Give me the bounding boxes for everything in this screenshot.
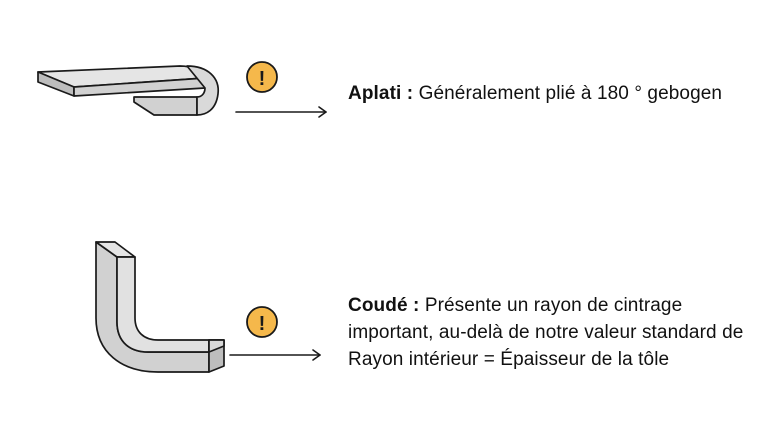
bent-text: Présente un rayon de cintrage important,… [348,295,744,370]
flattened-sheet-fold [186,65,219,116]
bent-term: Coudé : [348,295,420,316]
flattened-term: Aplati : [348,83,414,104]
arrow-right-icon [235,106,327,118]
warning-icon [246,306,278,338]
warning-icon-symbol: ! [259,313,266,335]
bent-sheet-right-top [208,339,225,353]
flattened-sheet-lower-layer [133,96,198,116]
bent-sheet-illustration [95,241,225,373]
flattened-text: Généralement plié à 180 ° gebogen [418,83,723,104]
flattened-sheet-illustration [37,65,219,116]
warning-icon [246,61,278,93]
bent-sheet-outer-face [116,256,210,353]
flattened-description: Aplati : Généralement plié à 180 ° gebog… [348,80,728,107]
warning-icon-symbol: ! [259,68,266,90]
bent-description: Coudé : Présente un rayon de cintrage im… [348,292,748,373]
arrow-right-icon [229,349,321,361]
